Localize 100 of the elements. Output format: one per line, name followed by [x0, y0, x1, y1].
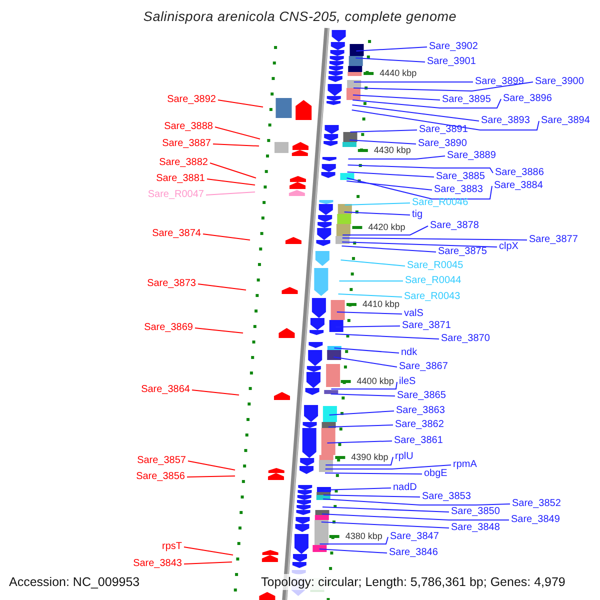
leader-line — [350, 130, 418, 132]
leader-line — [342, 238, 528, 240]
leader-line — [184, 562, 232, 564]
map-title: Salinispora arenicola CNS-205, complete genome — [142, 9, 458, 24]
gene-label: Sare_3889 — [447, 150, 496, 162]
gene-label: Sare_3873 — [147, 278, 196, 290]
leader-line — [321, 514, 510, 520]
leader-line — [319, 536, 388, 544]
leader-line — [334, 334, 440, 340]
leader-line — [334, 348, 400, 354]
gene-label: Sare_3890 — [418, 138, 467, 150]
gene-label: Sare_R0044 — [405, 275, 462, 287]
gene-label: Sare_3893 — [481, 115, 530, 127]
leader-line — [212, 144, 260, 146]
gene-label: Sare_3843 — [133, 558, 182, 570]
leader-line — [346, 180, 432, 190]
position-marker-label: 4390 kbp — [351, 452, 388, 462]
leader-line — [342, 226, 428, 236]
gene-label: Sare_3846 — [389, 547, 438, 559]
position-marker-label: 4400 kbp — [356, 376, 394, 386]
leader-line — [349, 140, 416, 144]
gene-label: rpmA — [453, 459, 477, 471]
position-marker-label: 4440 kbp — [380, 68, 417, 78]
leader-line — [194, 328, 244, 334]
gene-label: Sare_3865 — [397, 390, 446, 402]
leader-line — [202, 234, 250, 240]
gene-label: Sare_3896 — [503, 93, 552, 105]
leader-line — [355, 58, 426, 62]
gene-label: Sare_R0046 — [412, 197, 468, 209]
gene-label: Sare_3888 — [164, 121, 213, 133]
gene-label: Sare_3877 — [529, 234, 578, 246]
gene-label: Sare_3871 — [402, 320, 451, 332]
gene-label: clpX — [499, 241, 518, 253]
leader-line — [206, 192, 256, 196]
leader-line — [348, 156, 446, 160]
gene-label: Sare_3882 — [159, 157, 208, 169]
gene-label: Sare_3900 — [535, 76, 584, 88]
gene-label: Sare_3886 — [495, 167, 544, 179]
leader-line — [218, 100, 264, 108]
leader-line — [340, 260, 406, 266]
leader-line — [328, 410, 394, 416]
gene-label: rplU — [395, 451, 414, 463]
gene-label: Sare_3861 — [394, 435, 443, 447]
gene-label: Sare_3856 — [136, 471, 185, 483]
leader-line — [344, 202, 410, 206]
leader-line — [324, 472, 422, 474]
gene-label: Sare_3862 — [395, 419, 444, 431]
leader-line — [198, 284, 246, 290]
leader-line — [322, 498, 510, 506]
leader-line — [320, 522, 450, 528]
position-marker-label: 4410 kbp — [362, 299, 400, 309]
gene-label: Sare_3901 — [427, 56, 476, 68]
leader-line — [184, 546, 234, 556]
gene-label: Sare_3885 — [436, 171, 485, 183]
gene-label: Sare_R0045 — [407, 260, 464, 272]
genome-info-text: Accession: NC_009953 — [9, 574, 140, 590]
gene-label: Sare_3857 — [137, 455, 186, 467]
gene-label: Sare_3875 — [438, 246, 487, 258]
position-marker-label: 4430 kbp — [374, 145, 411, 155]
leader-line — [341, 246, 436, 252]
gene-label: Sare_3853 — [422, 491, 471, 503]
leader-line — [192, 390, 240, 396]
leader-line — [206, 178, 256, 186]
position-marker-label: 4380 kbp — [345, 531, 382, 541]
leader-line — [347, 164, 494, 174]
leader-line — [330, 382, 398, 390]
gene-label: Sare_3847 — [390, 531, 439, 543]
leader-line — [338, 294, 402, 298]
leader-line — [325, 456, 394, 466]
leader-line — [346, 172, 434, 178]
leader-line — [356, 46, 428, 52]
gene-label: Sare_3864 — [141, 384, 190, 396]
gene-label: Sare_3892 — [167, 94, 216, 106]
leader-line — [210, 162, 256, 178]
gene-label: Sare_3902 — [429, 41, 478, 53]
gene-label: Sare_3891 — [419, 124, 468, 136]
leader-line — [328, 424, 394, 428]
leader-line — [352, 104, 480, 122]
gene-label: Sare_3849 — [511, 514, 560, 526]
leader-line — [330, 394, 396, 396]
gene-label: nadD — [393, 482, 417, 494]
gene-label: Sare_3863 — [396, 405, 445, 417]
gene-label: Sare_3881 — [156, 173, 205, 185]
leader-line — [318, 548, 388, 554]
position-marker-label: 4420 kbp — [368, 222, 406, 232]
gene-label: obgE — [424, 468, 448, 480]
leader-line — [322, 494, 420, 498]
leader-line — [324, 464, 452, 470]
gene-label: Sare_3887 — [162, 138, 211, 150]
gene-label: Sare_3895 — [442, 94, 491, 106]
gene-label: Sare_3899 — [475, 76, 524, 88]
leader-line — [336, 312, 402, 314]
leader-line — [188, 460, 236, 470]
gene-label: Sare_3874 — [152, 228, 201, 240]
gene-label: tig — [412, 209, 423, 221]
leader-line — [214, 126, 260, 140]
leader-line — [322, 506, 450, 512]
gene-label: Sare_3869 — [144, 322, 193, 334]
leader-line — [352, 94, 440, 100]
leader-line — [342, 242, 498, 248]
